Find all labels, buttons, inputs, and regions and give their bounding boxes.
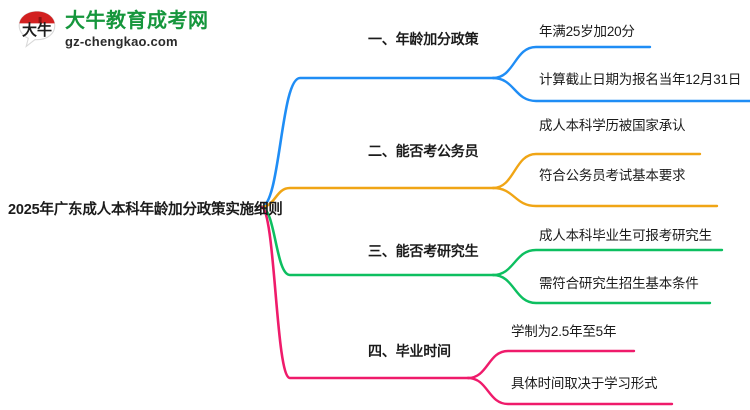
branch-label-1[interactable]: 一、年龄加分政策 <box>368 31 479 47</box>
leaf-label-3-1[interactable]: 成人本科毕业生可报考研究生 <box>539 228 712 243</box>
branch-label-4[interactable]: 四、毕业时间 <box>368 343 451 359</box>
logo-url-text: gz-chengkao.com <box>65 33 178 49</box>
leaf-label-1-2[interactable]: 计算截止日期为报名当年12月31日 <box>539 72 742 87</box>
leaf-label-4-1[interactable]: 学制为2.5年至5年 <box>511 324 617 339</box>
branch-label-3[interactable]: 三、能否考研究生 <box>368 243 479 259</box>
site-logo[interactable]: 大牛 大牛教育成考网 gz-chengkao.com <box>16 8 209 50</box>
leaf-label-1-1[interactable]: 年满25岁加20分 <box>539 24 635 39</box>
daniu-speech-bubble-logo: 大牛 <box>16 8 58 50</box>
branch-label-2[interactable]: 二、能否考公务员 <box>368 143 479 159</box>
svg-text:大牛: 大牛 <box>22 21 52 39</box>
leaf-label-4-2[interactable]: 具体时间取决于学习形式 <box>511 376 658 391</box>
leaf-label-3-2[interactable]: 需符合研究生招生基本条件 <box>539 276 699 291</box>
logo-brand-text: 大牛教育成考网 <box>65 9 209 32</box>
leaf-label-2-1[interactable]: 成人本科学历被国家承认 <box>539 118 686 133</box>
leaf-label-2-2[interactable]: 符合公务员考试基本要求 <box>539 168 686 183</box>
root-node-label[interactable]: 2025年广东成人本科年龄加分政策实施细则 <box>8 202 283 218</box>
